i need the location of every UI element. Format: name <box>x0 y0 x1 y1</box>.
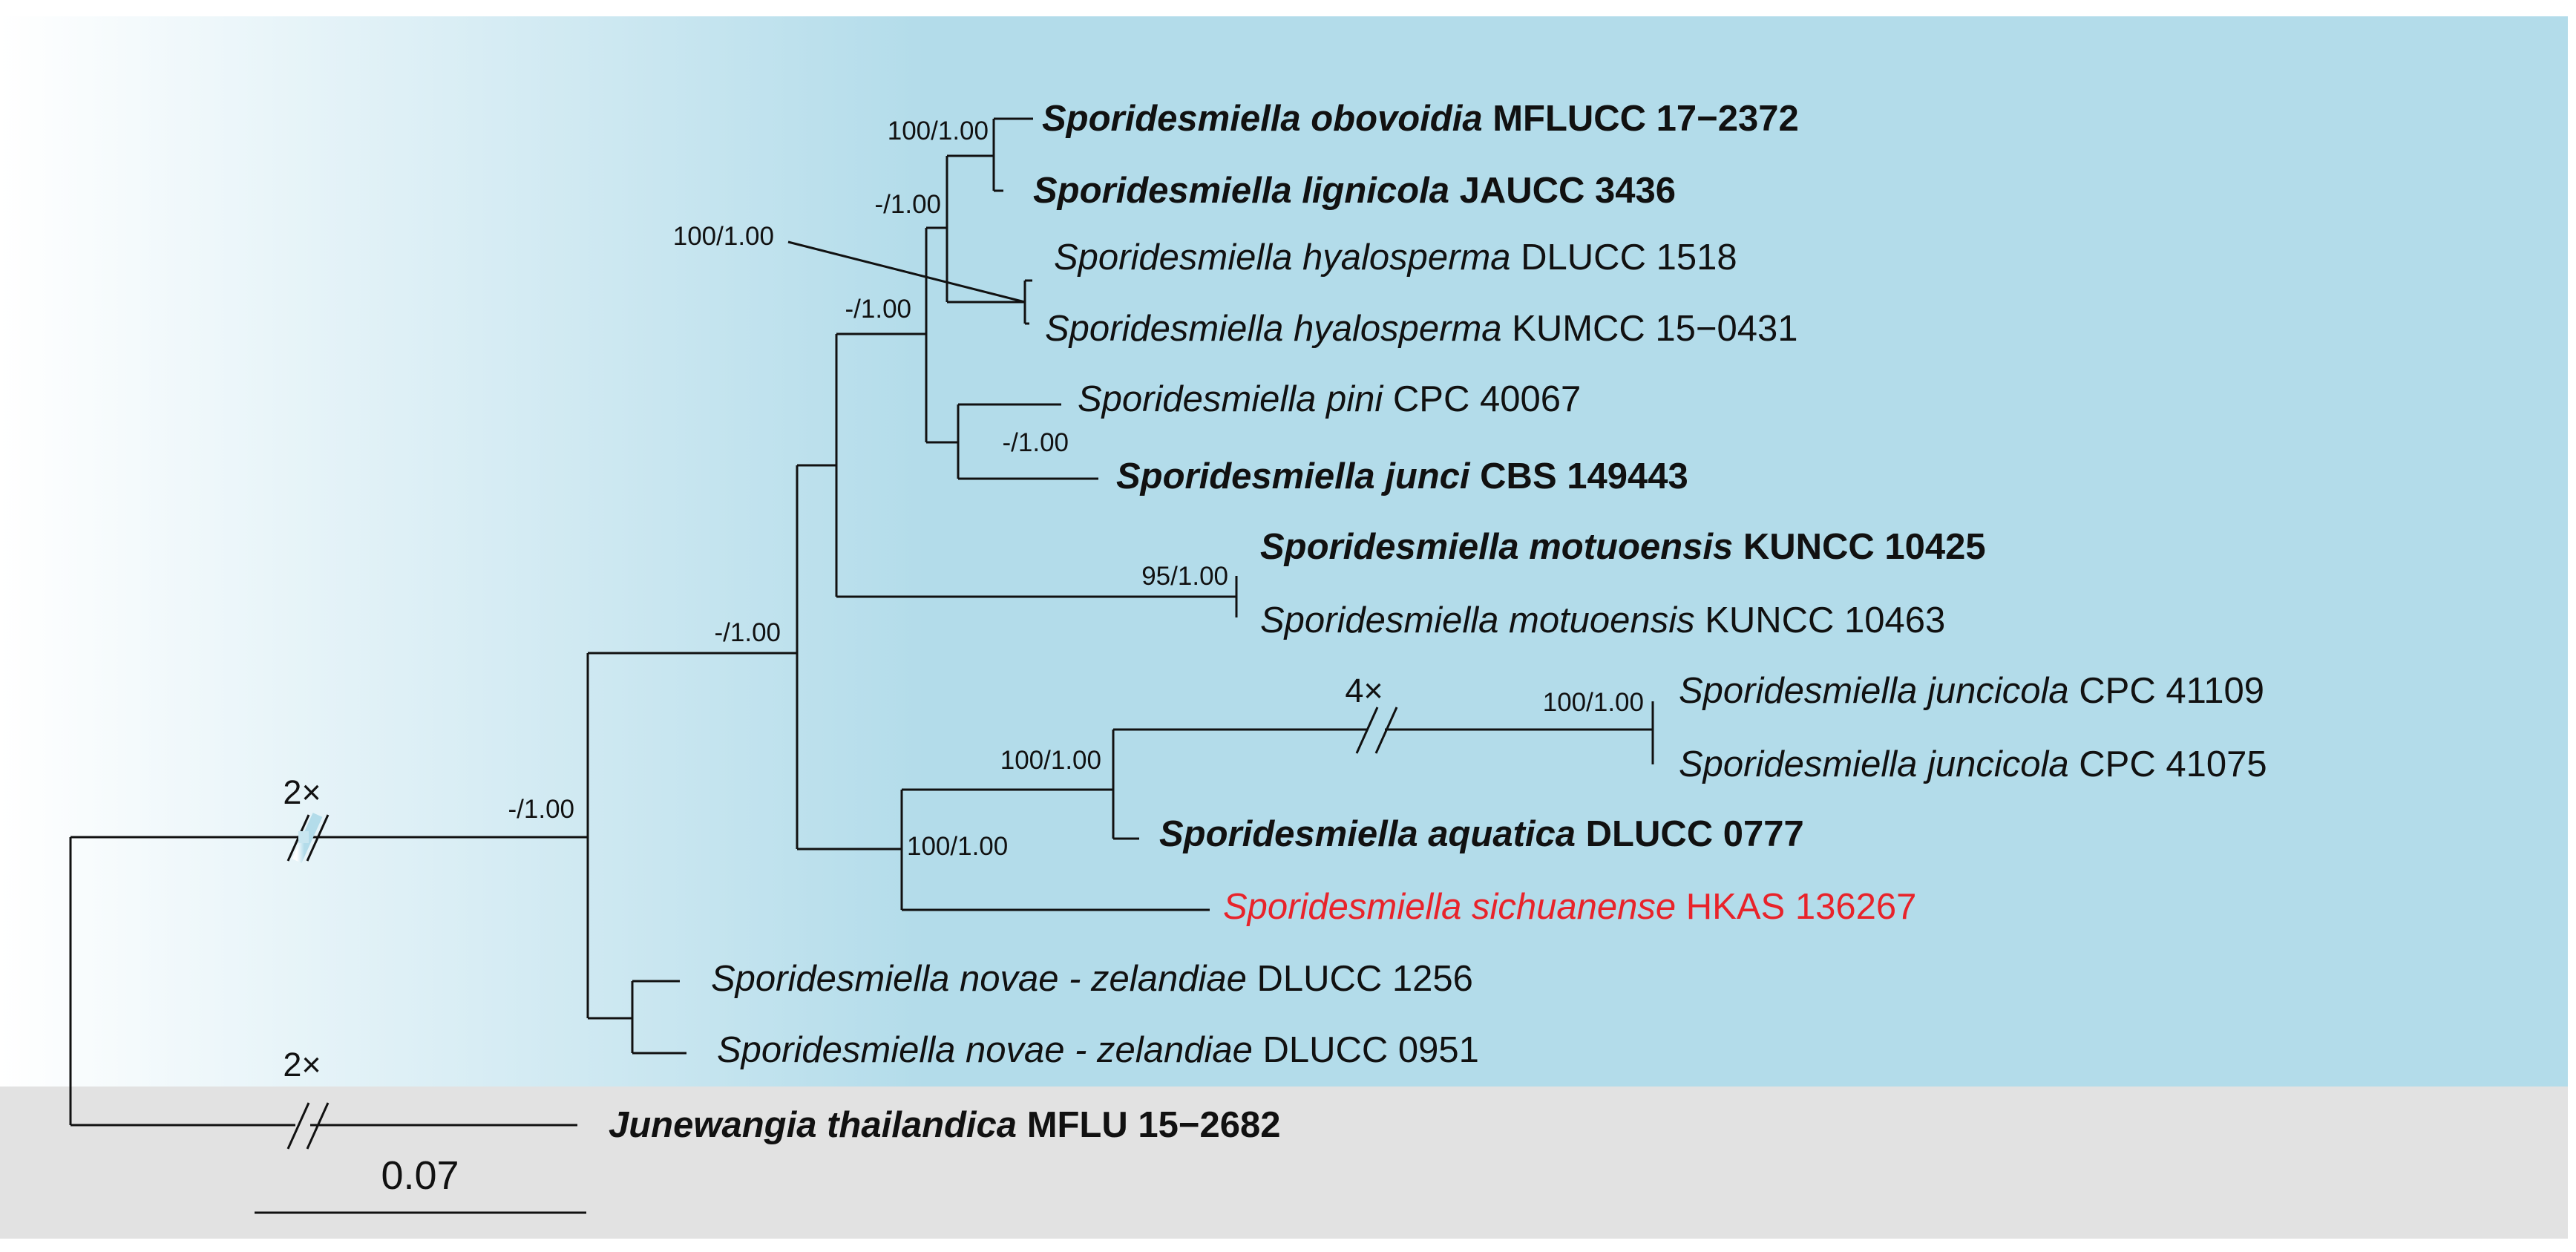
break-label-ingroup: 2× <box>283 773 321 811</box>
taxon-label: Sporidesmiella juncicola CPC 41109 <box>1679 671 2264 711</box>
branch-break-ingroup <box>286 813 330 863</box>
branch-break-outgroup <box>286 1102 330 1150</box>
support-callout-line <box>787 240 1026 304</box>
support-obovoidia-lignicola: 100/1.00 <box>888 117 989 145</box>
taxon-label-highlighted: Sporidesmiella sichuanense HKAS 136267 <box>1223 887 1916 927</box>
support-core-clade: -/1.00 <box>845 295 912 324</box>
support-juncicola-aquatica: 100/1.00 <box>1000 746 1101 775</box>
taxon-label: Sporidesmiella pini CPC 40067 <box>1078 379 1581 419</box>
support-juncicola: 100/1.00 <box>1543 688 1644 717</box>
break-label-outgroup: 2× <box>283 1046 321 1084</box>
support-hyalosperma: 100/1.00 <box>673 222 774 251</box>
taxon-label: Sporidesmiella obovoidia MFLUCC 17−2372 <box>1042 99 1799 139</box>
support-values: 100/1.00 100/1.00 -/1.00 -/1.00 -/1.00 9… <box>508 117 1645 861</box>
ingroup-band <box>0 16 2568 1087</box>
support-ingroup: -/1.00 <box>508 795 575 824</box>
support-lower-clade: 100/1.00 <box>907 832 1008 861</box>
taxon-label: Sporidesmiella motuoensis KUNCC 10463 <box>1260 600 1945 640</box>
taxon-label: Sporidesmiella motuoensis KUNCC 10425 <box>1260 527 1986 567</box>
taxon-label: Sporidesmiella hyalosperma DLUCC 1518 <box>1054 237 1737 278</box>
taxon-label: Sporidesmiella novae - zelandiae DLUCC 1… <box>711 959 1473 999</box>
branch-break-juncicola <box>1355 707 1398 754</box>
taxon-label: Sporidesmiella novae - zelandiae DLUCC 0… <box>717 1030 1479 1070</box>
taxon-label: Sporidesmiella hyalosperma KUMCC 15−0431 <box>1045 309 1798 349</box>
taxon-label-outgroup: Junewangia thailandica MFLU 15−2682 <box>609 1105 1281 1145</box>
support-motuoensis: 95/1.00 <box>1141 562 1228 591</box>
break-label-juncicola: 4× <box>1345 672 1383 709</box>
support-big-clade: -/1.00 <box>715 618 781 647</box>
taxon-label: Sporidesmiella lignicola JAUCC 3436 <box>1033 171 1676 211</box>
taxon-label: Sporidesmiella aquatica DLUCC 0777 <box>1159 814 1804 854</box>
tree-branches <box>69 117 1654 1214</box>
scale-bar-label: 0.07 <box>381 1153 459 1198</box>
taxon-label: Sporidesmiella juncicola CPC 41075 <box>1679 744 2267 784</box>
support-upper-clade: -/1.00 <box>875 190 942 219</box>
taxon-label: Sporidesmiella junci CBS 149443 <box>1116 456 1688 496</box>
taxon-labels: Sporidesmiella obovoidia MFLUCC 17−2372 … <box>609 99 2267 1145</box>
support-pini-junci: -/1.00 <box>1003 428 1069 457</box>
